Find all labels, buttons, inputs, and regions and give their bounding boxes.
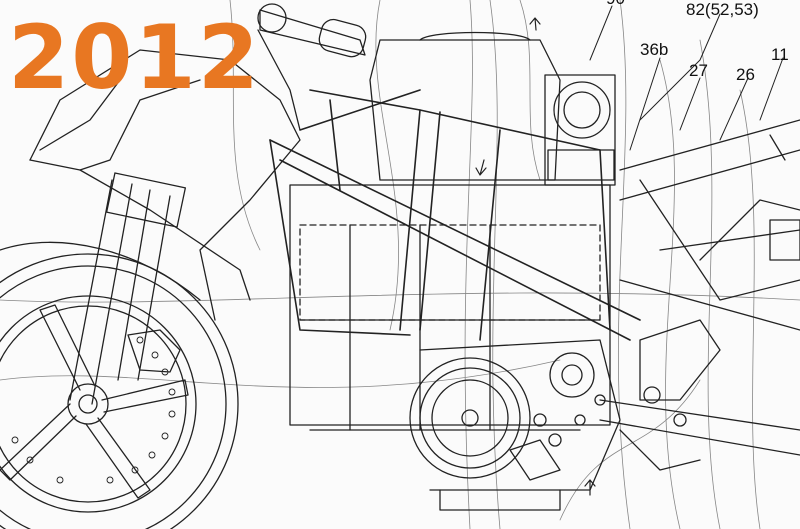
front-wheel (0, 253, 239, 529)
callout-11: 11 (771, 45, 789, 64)
leader-lines (589, 5, 784, 151)
front-fork (69, 172, 187, 405)
callout-27: 27 (689, 61, 708, 80)
callout-top-fragment: 90 (606, 0, 625, 7)
battery-pack (289, 31, 611, 431)
flow-arrows (475, 17, 596, 496)
swingarm (599, 319, 800, 471)
handlebar (257, 3, 367, 131)
rear-subframe (619, 119, 800, 331)
controller-unit (544, 74, 616, 186)
callout-82: 82(52,53) (686, 0, 759, 19)
year-overlay: 2012 (8, 6, 261, 109)
callout-36b: 36b (640, 40, 669, 59)
motor-housing (409, 339, 621, 511)
callout-26: 26 (736, 65, 755, 84)
front-fairing (0, 49, 301, 321)
main-frame (269, 89, 641, 341)
